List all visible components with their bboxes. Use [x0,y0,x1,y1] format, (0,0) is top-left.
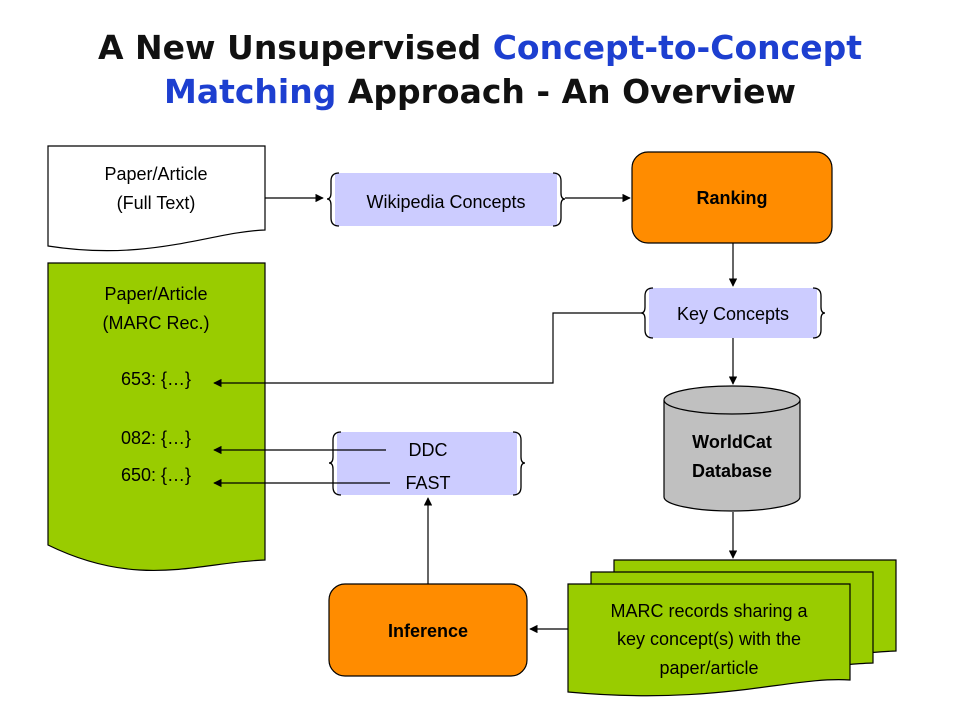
right-brace [512,431,526,496]
node-label: Paper/Article [104,284,207,304]
process-box [631,151,833,244]
ddc-label: DDC [409,440,448,460]
ranking-node: Ranking [631,151,833,244]
node-label: Inference [388,621,468,641]
left-brace [326,172,340,227]
wikipedia-concepts-node: Wikipedia Concepts [326,172,566,227]
key-concepts-node: Key Concepts [640,287,826,339]
paper-fulltext-node: Paper/Article (Full Text) [47,145,266,252]
node-label: Ranking [696,188,767,208]
marc-record-node: Paper/Article (MARC Rec.) 653: {…} 082: … [47,262,266,572]
cylinder-top [663,385,801,415]
node-label: paper/article [659,658,758,678]
marc-records-node: MARC records sharing a key concept(s) wi… [567,559,897,697]
title-highlight: Matching [163,72,337,111]
document-shape [47,262,266,572]
fast-label: FAST [405,473,450,493]
arrow-key-concepts-to-653 [213,312,641,388]
title-highlight: Concept-to-Concept [492,28,862,67]
node-label: key concept(s) with the [617,629,801,649]
worldcat-database-node: WorldCat Database [663,385,801,512]
right-brace [812,287,826,339]
title-line-1: A New Unsupervised Concept-to-Concept [0,26,960,70]
connectors [213,193,738,634]
node-label: (MARC Rec.) [103,313,210,333]
node-label: Wikipedia Concepts [366,192,525,212]
ddc-fast-node: DDC FAST [328,431,526,496]
node-label: Database [692,461,772,481]
marc-field-082: 082: {…} [121,428,191,448]
title-text: Approach - An Overview [336,72,797,111]
node-label: Key Concepts [677,304,789,324]
marc-field-653: 653: {…} [121,369,191,389]
cylinder-body [663,400,801,512]
page-title: A New Unsupervised Concept-to-Concept Ma… [0,26,960,114]
right-brace [552,172,566,227]
title-line-2: Matching Approach - An Overview [0,70,960,114]
node-label: Paper/Article [104,164,207,184]
concepts-box [337,432,517,495]
node-label: WorldCat [692,432,772,452]
document-shape [47,145,266,252]
concepts-box [649,288,817,338]
concepts-box [335,173,557,226]
inference-node: Inference [328,583,528,677]
document-shape [567,583,851,697]
node-label: (Full Text) [117,193,196,213]
marc-field-650: 650: {…} [121,465,191,485]
left-brace [328,431,342,496]
title-text: A New Unsupervised [98,28,493,67]
node-label: MARC records sharing a [610,601,808,621]
